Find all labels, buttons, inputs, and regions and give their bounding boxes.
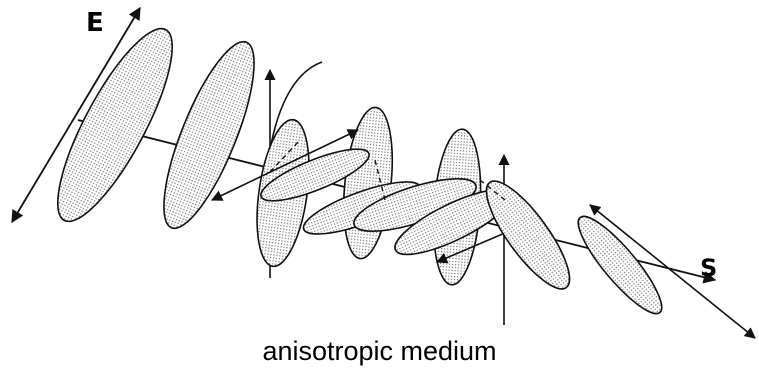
caption: anisotropic medium [0, 336, 759, 367]
label-e: E [86, 8, 104, 38]
label-s: S [700, 254, 717, 282]
slanted-lobe [474, 171, 583, 300]
